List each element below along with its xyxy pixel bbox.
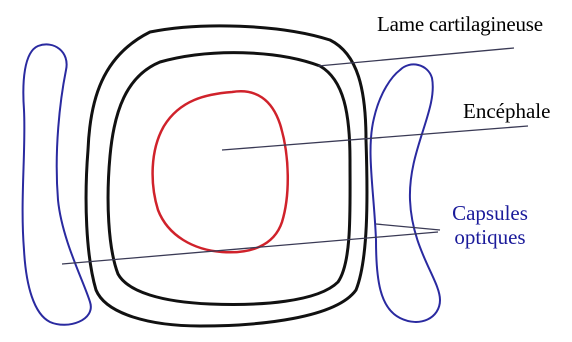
label-lame-cartilagineuse: Lame cartilagineuse (377, 12, 543, 36)
pointer-line-capsule-left (62, 232, 438, 264)
inner-cartilage-ring (108, 53, 350, 305)
label-capsules-optiques: Capsules optiques (440, 201, 540, 249)
label-capsules-line1: Capsules (440, 201, 540, 225)
pointer-line-capsule-right (376, 224, 440, 230)
label-encephale: Encéphale (463, 99, 550, 123)
pointer-line-encephale (222, 126, 528, 150)
label-capsules-line2: optiques (440, 225, 540, 249)
left-optic-capsule (23, 44, 91, 324)
right-optic-capsule (371, 64, 440, 322)
encephale-outline (153, 91, 288, 252)
